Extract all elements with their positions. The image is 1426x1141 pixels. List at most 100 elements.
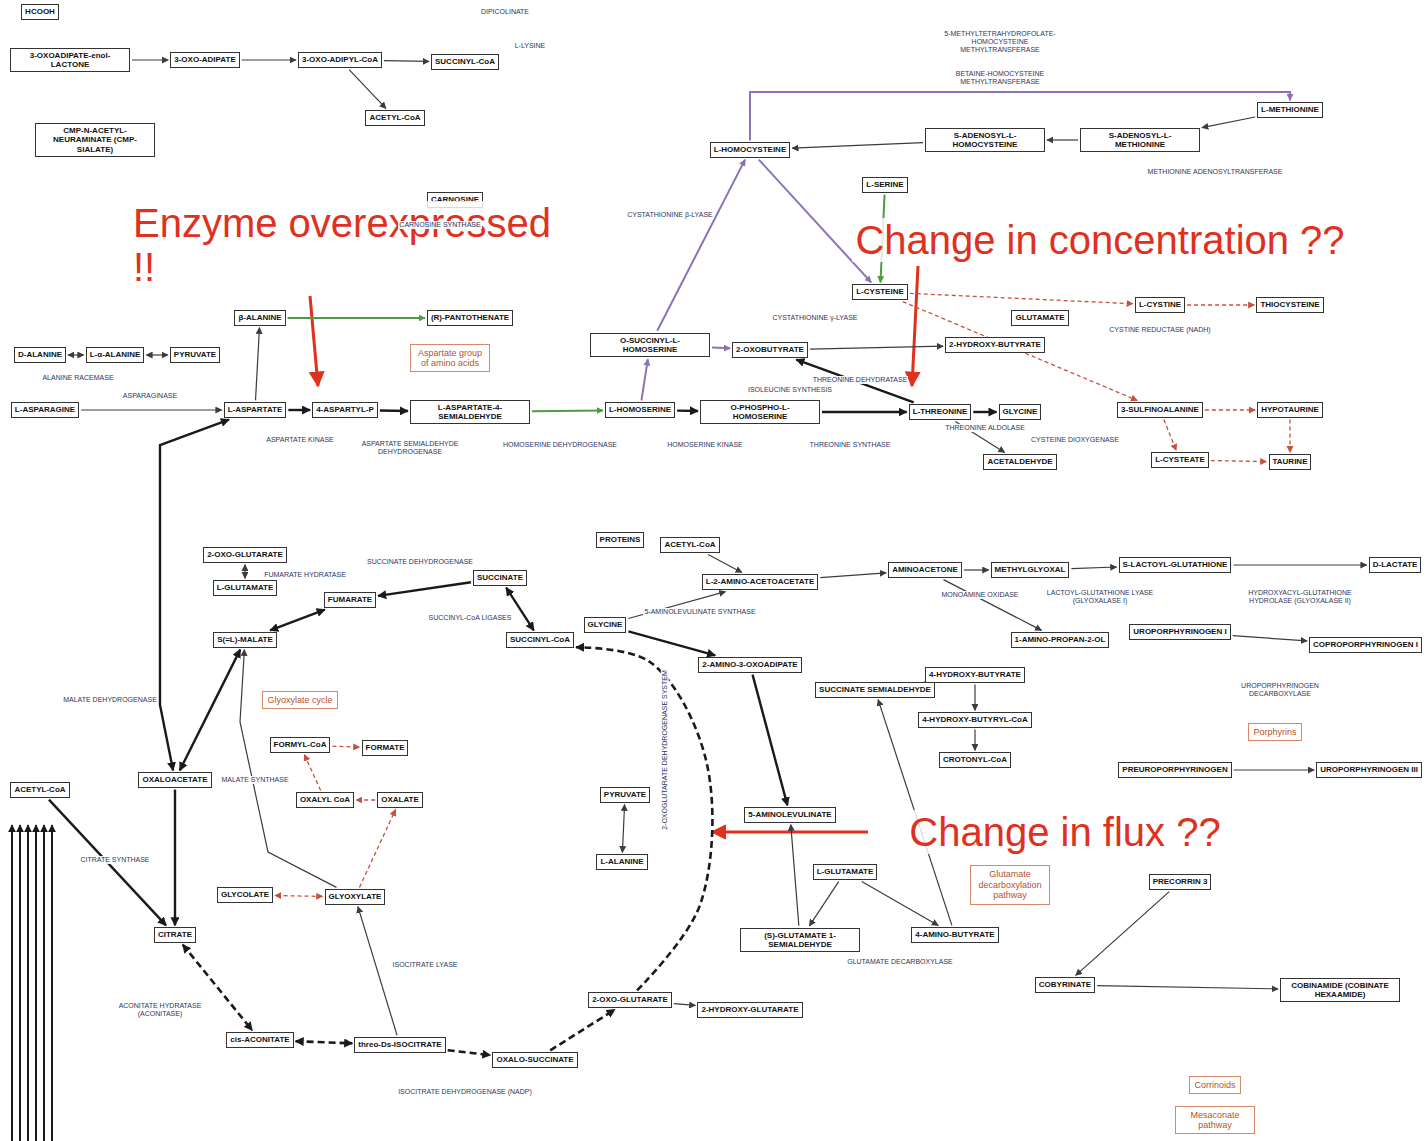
metabolite-name: 5-AMINOLEVULINATE — [748, 810, 831, 819]
metabolite-box: OXALATE — [377, 792, 423, 807]
metabolite-name: O-PHOSPHO-L-HOMOSERINE — [704, 403, 816, 421]
metabolite-name: TAURINE — [1273, 457, 1308, 466]
metabolite-box: SUCCINATE SEMIALDEHYDE — [815, 682, 935, 697]
reaction-arrow — [180, 650, 240, 771]
metabolite-box: 3-OXOADIPATE-enol-LACTONE — [10, 48, 130, 72]
metabolite-box: 2-AMINO-3-OXOADIPATE — [698, 657, 801, 672]
pathway-group-box: Mesaconate pathway — [1175, 1106, 1255, 1135]
metabolite-name: L-HOMOSERINE — [609, 405, 671, 414]
reaction-arrow — [792, 143, 923, 149]
reaction-arrow — [81, 409, 222, 410]
reaction-arrow — [68, 354, 84, 355]
enzyme-label: LACTOYL-GLUTATHIONE LYASE (GLYOXALASE I) — [1030, 589, 1170, 605]
metabolite-box: threo-Ds-ISOCITRATE — [354, 1037, 445, 1052]
metabolite-name: FORMYL-CoA — [274, 740, 327, 749]
metabolite-box: β-ALANINE — [234, 310, 285, 325]
metabolite-name: 3-OXO-ADIPATE — [174, 55, 235, 64]
metabolite-box: D-ALANINE — [14, 347, 66, 362]
enzyme-label: CYSTEINE DIOXYGENASE — [1030, 436, 1120, 444]
metabolite-box: CROTONYL-CoA — [939, 752, 1011, 767]
metabolite-box: GLYCINE — [584, 617, 627, 632]
metabolite-name: 2-AMINO-3-OXOADIPATE — [702, 660, 797, 669]
metabolite-name: COPROPORPHYRINOGEN I — [1313, 640, 1418, 649]
metabolite-box: 3-OXO-ADIPYL-CoA — [298, 52, 382, 67]
metabolite-name: 2-OXO-GLUTARATE — [592, 995, 668, 1004]
metabolite-name: PROTEINS — [600, 535, 641, 544]
reaction-arrow — [240, 650, 336, 888]
reaction-arrow — [753, 675, 788, 806]
reaction-arrow — [820, 573, 886, 578]
metabolite-name: CMP-N-ACETYL-NEURAMINATE (CMP-SIALATE) — [39, 126, 151, 154]
metabolite-box: L-CYSTINE — [1135, 297, 1185, 312]
metabolite-box: FORMYL-CoA — [270, 737, 331, 752]
metabolite-name: 3-OXOADIPATE-enol-LACTONE — [14, 51, 126, 69]
enzyme-label: THREONINE DEHYDRATASE — [812, 376, 909, 384]
metabolite-box: L-2-AMINO-ACETOACETATE — [702, 574, 818, 589]
metabolite-name: 4-AMINO-BUTYRATE — [915, 930, 994, 939]
metabolite-name: 2-OXO-GLUTARATE — [207, 550, 283, 559]
metabolite-name: PYRUVATE — [604, 790, 646, 799]
reaction-arrow — [242, 59, 296, 60]
enzyme-label: BETAINE-HOMOCYSTEINE METHYLTRANSFERASE — [930, 70, 1070, 86]
enzyme-label: ASPARAGINASE — [122, 392, 178, 400]
enzyme-label: HYDROXYACYL-GLUTATHIONE HYDROLASE (GLYOX… — [1230, 589, 1370, 605]
enzyme-label: HOMOSERINE KINASE — [666, 441, 743, 449]
metabolite-box: 2-OXOBUTYRATE — [732, 342, 808, 357]
metabolite-box: (R)-PANTOTHENATE — [427, 310, 513, 325]
metabolite-box: SUCCINATE — [473, 570, 527, 585]
metabolite-name: L-CYSTEINE — [856, 287, 904, 296]
enzyme-label: METHIONINE ADENOSYLTRANSFERASE — [1147, 168, 1284, 176]
reaction-arrow — [1233, 636, 1307, 641]
reaction-arrow — [677, 409, 698, 412]
metabolite-name: HCOOH — [25, 7, 55, 16]
reaction-arrow — [1234, 769, 1315, 770]
reaction-arrow — [674, 1004, 696, 1006]
metabolite-box: ACETYL-CoA — [660, 537, 719, 552]
metabolite-box: (S)-GLUTAMATE 1-SEMIALDEHYDE — [740, 928, 860, 952]
reaction-arrow — [378, 582, 471, 596]
metabolite-box: ACETYL-CoA — [365, 110, 424, 125]
metabolite-box: GLYCOLATE — [217, 887, 273, 902]
reaction-arrow — [174, 790, 176, 926]
enzyme-label: UROPORPHYRINOGEN DECARBOXYLASE — [1210, 682, 1350, 698]
metabolite-box: FORMATE — [362, 740, 409, 755]
metabolite-box: PYRUVATE — [170, 347, 220, 362]
metabolite-box: 4-HYDROXY-BUTYRYL-CoA — [918, 712, 1031, 727]
reaction-arrow — [532, 409, 603, 412]
metabolite-box: 3-SULFINOALANINE — [1117, 402, 1203, 417]
metabolite-box: OXALOACETATE — [138, 772, 211, 787]
reaction-arrow — [49, 800, 166, 926]
metabolite-name: GLYOXYLATE — [329, 892, 382, 901]
enzyme-label: ALANINE RACEMASE — [41, 374, 114, 382]
reaction-arrow — [1211, 461, 1267, 462]
enzyme-label: L-LYSINE — [514, 42, 547, 50]
callout-arrow — [310, 296, 318, 386]
metabolite-name: 2-HYDROXY-BUTYRATE — [949, 340, 1041, 349]
reaction-arrow — [622, 805, 624, 853]
reaction-arrow — [862, 882, 939, 926]
metabolite-name: 4-HYDROXY-BUTYRATE — [929, 670, 1021, 679]
group-title: Mesaconate pathway — [1180, 1110, 1250, 1131]
reaction-arrow — [506, 588, 534, 631]
callout-text: Enzyme overexpressed !! — [130, 201, 570, 289]
metabolite-box: PREUROPORPHYRINOGEN — [1118, 762, 1231, 777]
metabolite-name: L-GLUTAMATE — [217, 583, 274, 592]
reaction-arrow — [810, 346, 943, 349]
reaction-arrow — [304, 755, 320, 791]
reaction-arrow — [448, 1050, 491, 1055]
reaction-arrow — [1202, 117, 1255, 128]
metabolite-name: COBYRINATE — [1039, 980, 1091, 989]
metabolite-name: (R)-PANTOTHENATE — [431, 313, 509, 322]
metabolite-name: D-LACTATE — [1373, 560, 1418, 569]
metabolite-name: O-SUCCINYL-L-HOMOSERINE — [594, 336, 706, 354]
enzyme-label: 5-METHYLTETRAHYDROFOLATE-HOMOCYSTEINE ME… — [930, 30, 1070, 54]
enzyme-label: THREONINE ALDOLASE — [944, 424, 1026, 432]
metabolite-name: OXALYL CoA — [300, 795, 350, 804]
metabolite-name: L-THREONINE — [913, 407, 968, 416]
metabolite-box: cis-ACONITATE — [226, 1032, 293, 1047]
metabolite-name: L-HOMOCYSTEINE — [714, 145, 786, 154]
metabolite-box: L-GLUTAMATE — [813, 864, 878, 879]
metabolite-name: SUCCINYL-CoA — [435, 57, 495, 66]
metabolite-name: 3-OXO-ADIPYL-CoA — [302, 55, 378, 64]
